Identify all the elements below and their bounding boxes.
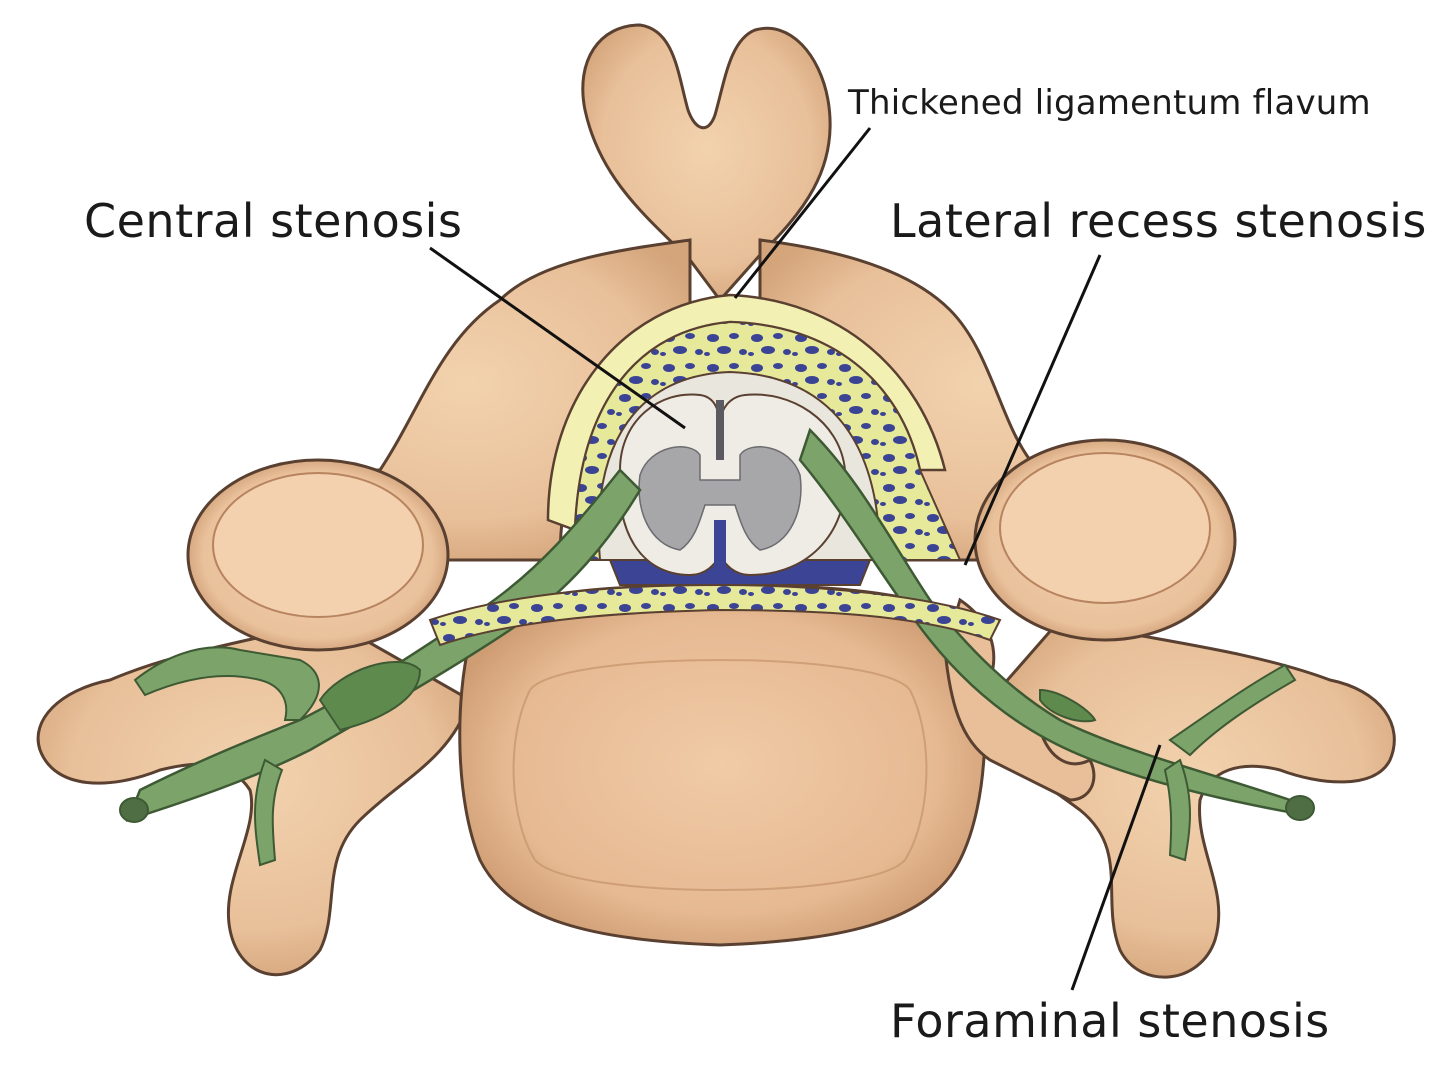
vertebral-body (458, 583, 987, 947)
facet-joint-right (973, 438, 1237, 642)
leader-central (429, 246, 686, 430)
nerve-root-right (798, 427, 1315, 862)
leader-foraminal (1070, 744, 1162, 991)
leader-ligamentum (733, 127, 872, 299)
label-central-stenosis: Central stenosis (84, 194, 463, 248)
leader-lateral (963, 254, 1102, 566)
spinous-process (581, 23, 832, 303)
epidural-fat-anterior (428, 583, 1002, 647)
transverse-process-right (988, 618, 1396, 979)
label-lateral-recess-stenosis: Lateral recess stenosis (890, 194, 1427, 248)
facet-joint-left (186, 458, 450, 652)
label-foraminal-stenosis: Foraminal stenosis (890, 994, 1330, 1048)
label-thickened-ligamentum-flavum: Thickened ligamentum flavum (848, 83, 1371, 123)
spinal-cord (618, 393, 847, 577)
leader-lines (429, 127, 1162, 991)
